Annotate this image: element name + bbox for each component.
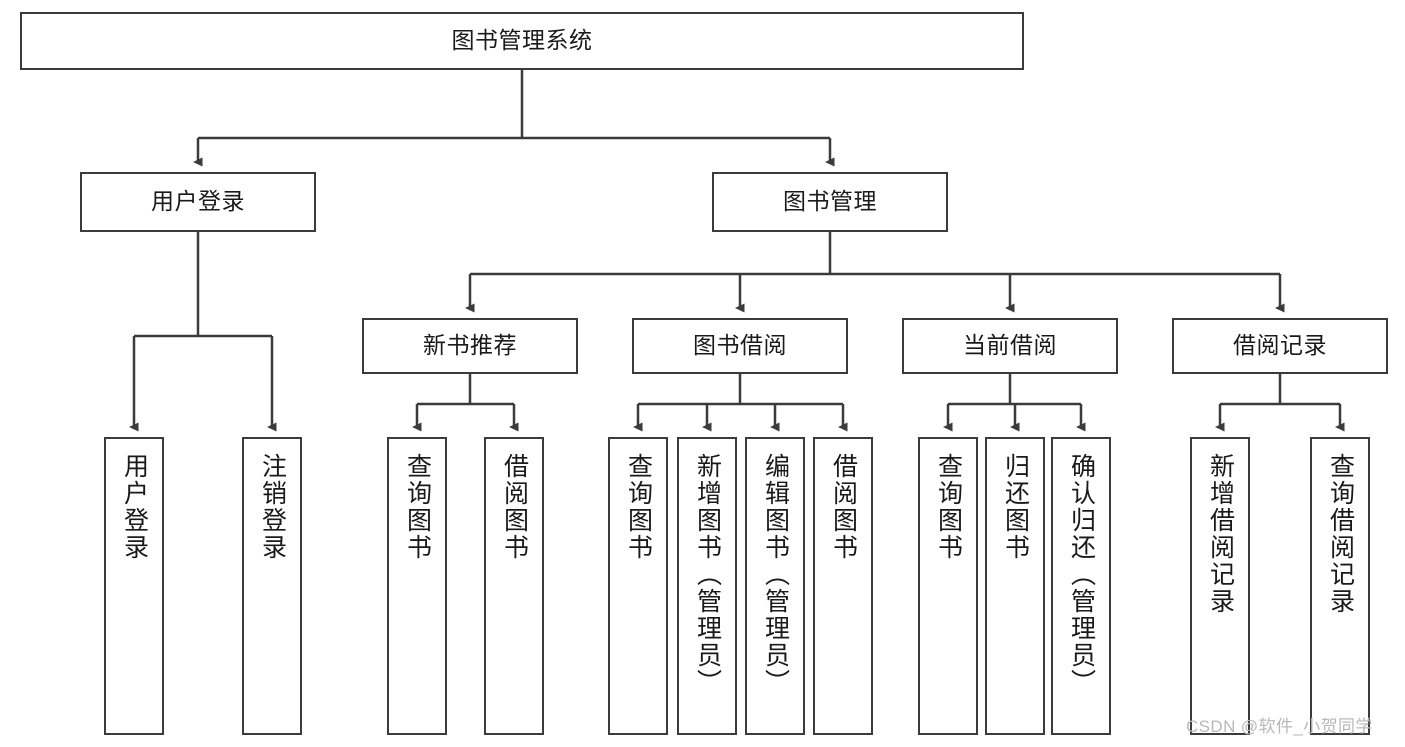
node-leaf-confirm-return[interactable]: 确认归还（管理员） <box>1051 437 1111 735</box>
node-current-borrow[interactable]: 当前借阅 <box>902 318 1118 374</box>
node-leaf-user-logout-label: 注销登录 <box>258 453 287 561</box>
node-book-manage-label: 图书管理 <box>783 188 877 215</box>
node-leaf-user-login-label: 用户登录 <box>120 453 149 561</box>
node-leaf-add-record[interactable]: 新增借阅记录 <box>1190 437 1250 735</box>
csdn-watermark: CSDN @软件_小贺同学 <box>1186 717 1373 736</box>
node-leaf-return-book-label: 归还图书 <box>1001 453 1030 561</box>
node-leaf-add-book-label: 新增图书（管理员） <box>693 453 722 696</box>
node-leaf-confirm-return-label: 确认归还（管理员） <box>1067 453 1096 696</box>
node-leaf-add-book[interactable]: 新增图书（管理员） <box>677 437 737 735</box>
node-root[interactable]: 图书管理系统 <box>20 12 1024 70</box>
node-leaf-borrow-book-1-label: 借阅图书 <box>500 453 529 561</box>
node-root-label: 图书管理系统 <box>451 27 593 54</box>
node-user-login[interactable]: 用户登录 <box>80 172 316 232</box>
node-leaf-query-record-label: 查询借阅记录 <box>1326 453 1355 615</box>
node-leaf-return-book[interactable]: 归还图书 <box>985 437 1045 735</box>
node-leaf-user-login[interactable]: 用户登录 <box>104 437 164 735</box>
node-new-book-rec-label: 新书推荐 <box>423 332 517 359</box>
node-leaf-query-book-3-label: 查询图书 <box>934 453 963 561</box>
node-book-borrow[interactable]: 图书借阅 <box>632 318 848 374</box>
node-leaf-query-book-2[interactable]: 查询图书 <box>608 437 668 735</box>
node-book-borrow-label: 图书借阅 <box>693 332 787 359</box>
node-leaf-borrow-book-2-label: 借阅图书 <box>829 453 858 561</box>
node-leaf-query-book-1-label: 查询图书 <box>403 453 432 561</box>
node-leaf-add-record-label: 新增借阅记录 <box>1206 453 1235 615</box>
node-leaf-user-logout[interactable]: 注销登录 <box>242 437 302 735</box>
node-current-borrow-label: 当前借阅 <box>963 332 1057 359</box>
node-leaf-borrow-book-1[interactable]: 借阅图书 <box>484 437 544 735</box>
node-borrow-record-label: 借阅记录 <box>1233 332 1327 359</box>
node-leaf-borrow-book-2[interactable]: 借阅图书 <box>813 437 873 735</box>
node-leaf-query-book-3[interactable]: 查询图书 <box>918 437 978 735</box>
node-book-manage[interactable]: 图书管理 <box>712 172 948 232</box>
node-borrow-record[interactable]: 借阅记录 <box>1172 318 1388 374</box>
node-leaf-query-book-1[interactable]: 查询图书 <box>387 437 447 735</box>
node-new-book-rec[interactable]: 新书推荐 <box>362 318 578 374</box>
node-leaf-query-book-2-label: 查询图书 <box>624 453 653 561</box>
node-user-login-label: 用户登录 <box>151 188 245 215</box>
node-leaf-edit-book-label: 编辑图书（管理员） <box>761 453 790 696</box>
node-leaf-query-record[interactable]: 查询借阅记录 <box>1310 437 1370 735</box>
node-leaf-edit-book[interactable]: 编辑图书（管理员） <box>745 437 805 735</box>
